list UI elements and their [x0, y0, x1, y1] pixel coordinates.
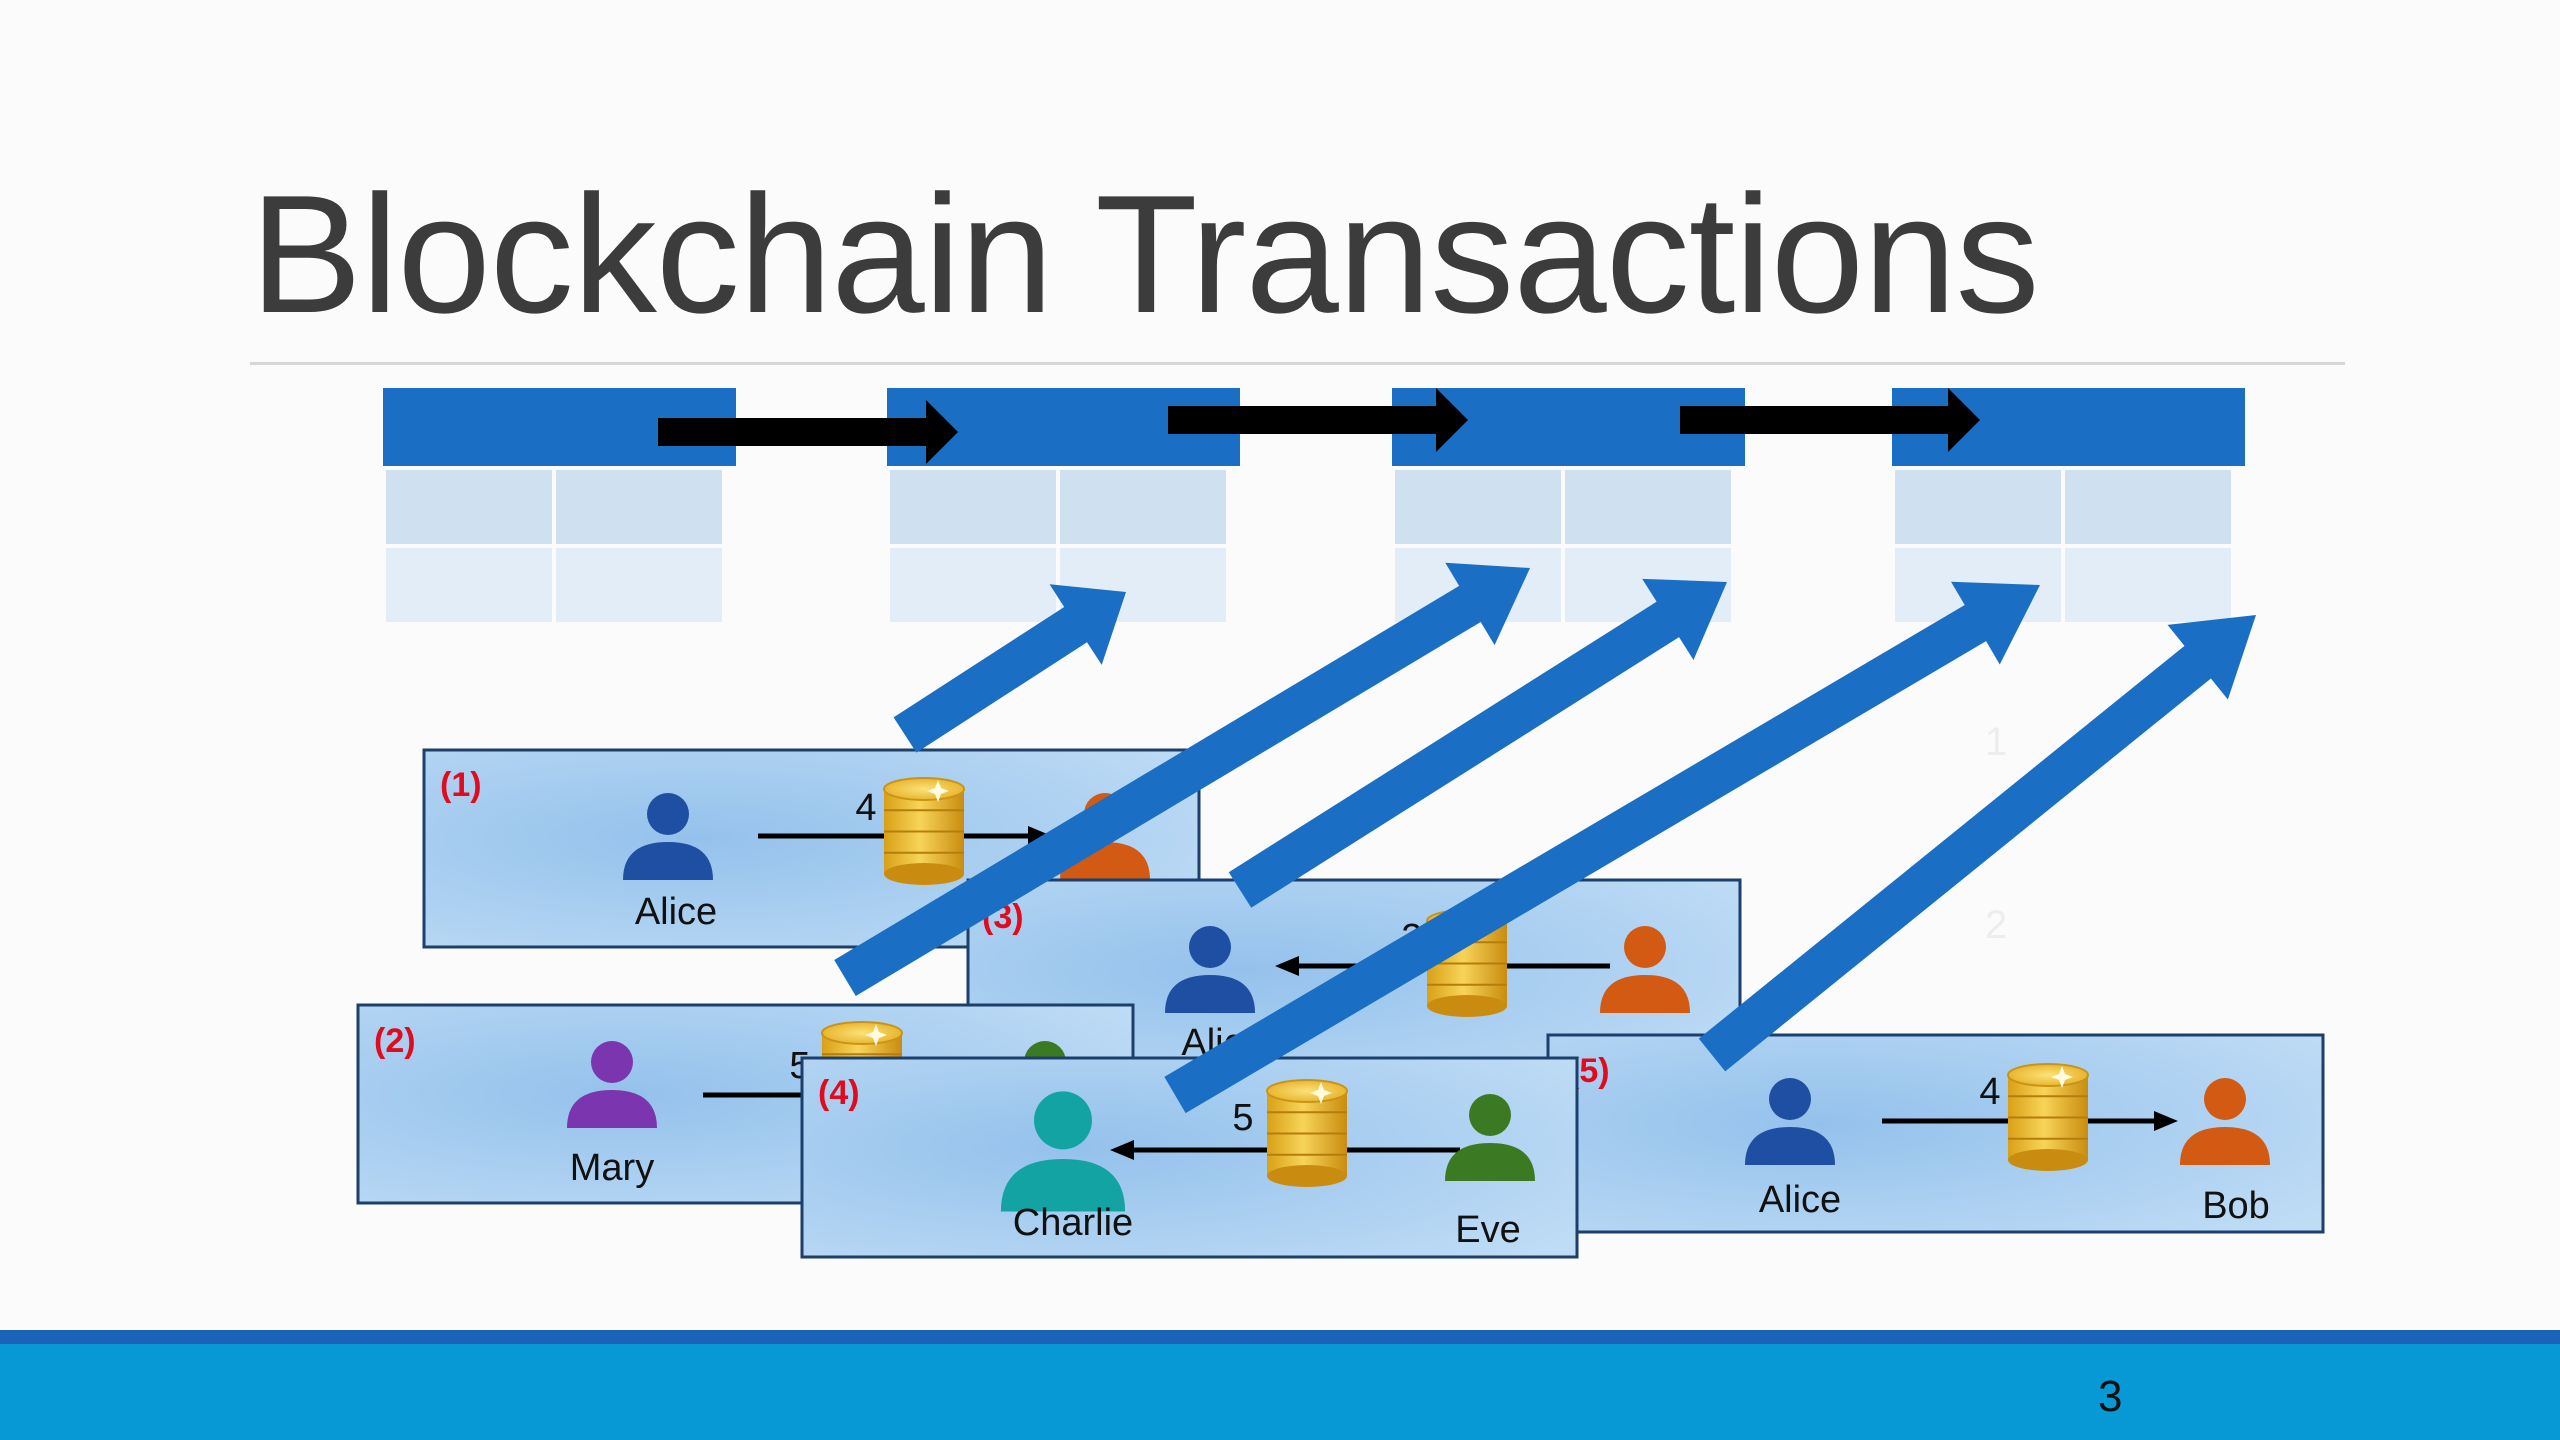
sender-name: Charlie: [1013, 1202, 1133, 1244]
sender-icon: [567, 1041, 657, 1128]
person-body: [1600, 975, 1690, 1013]
transaction-label: (2): [374, 1022, 416, 1060]
blocks-layer: [383, 388, 2245, 622]
receiver-name: Eve: [1455, 1209, 1520, 1251]
block-cell: [1895, 470, 2061, 544]
block-cell: [1060, 470, 1226, 544]
coin-sparkle: [927, 780, 949, 802]
sender-icon: [1745, 1078, 1835, 1165]
transfer-arrowhead: [2154, 1111, 2178, 1131]
receiver-icon: [2180, 1078, 2270, 1165]
background-number: 2: [1985, 903, 2007, 947]
feed-arrows-back: [893, 584, 1126, 753]
title-divider: [250, 362, 2345, 365]
feed-arrow-5: [1698, 615, 2256, 1072]
sender-icon: [1165, 926, 1255, 1013]
person-body: [1445, 1143, 1535, 1181]
feed-arrows-front: [1164, 581, 2256, 1114]
sender-icon: [623, 793, 713, 880]
transfer-arrowhead: [1275, 956, 1299, 976]
coin-stack-icon: [883, 777, 965, 885]
block-cell: [890, 548, 1056, 622]
receiver-icon: [1445, 1094, 1535, 1181]
person-head: [1034, 1091, 1092, 1150]
amount-label: 4: [1979, 1071, 2000, 1113]
person-head: [1624, 926, 1666, 968]
chain-pointer-arrow-1: [658, 400, 958, 464]
block-cell: [556, 470, 722, 544]
person-body: [2180, 1127, 2270, 1165]
coin-stack-top: [821, 1021, 903, 1045]
sender-name: Alice: [635, 891, 717, 933]
block-cell: [2065, 548, 2231, 622]
person-body: [623, 842, 713, 880]
transaction-cards-layer: (1)Alice4(3)Alic3(2)Mary5(5)Alice4Bob(4)…: [356, 562, 2325, 1259]
page-number: 3: [2098, 1372, 2123, 1421]
chain-pointers-layer: [658, 388, 1980, 464]
block-cell: [2065, 470, 2231, 544]
block-cell: [386, 470, 552, 544]
person-head: [2204, 1078, 2246, 1120]
person-body: [567, 1090, 657, 1128]
chain-pointer-arrow-3: [1680, 388, 1980, 452]
person-body: [1745, 1127, 1835, 1165]
person-head: [1189, 926, 1231, 968]
feed-arrow-1: [893, 584, 1126, 753]
coin-sparkle: [2051, 1066, 2073, 1088]
person-head: [1469, 1094, 1511, 1136]
person-head: [1769, 1078, 1811, 1120]
person-body: [1165, 975, 1255, 1013]
transaction-label: (4): [818, 1074, 860, 1112]
coin-stack-top: [2007, 1063, 2089, 1087]
block-cell: [1395, 470, 1561, 544]
feed-arrow-3: [1228, 578, 1727, 908]
person-head: [591, 1041, 633, 1083]
block-cell: [556, 548, 722, 622]
block-cell: [890, 470, 1056, 544]
sender-name: Alice: [1759, 1179, 1841, 1221]
coin-stack-bottom: [1427, 995, 1507, 1017]
background-numbers-layer: 12: [1985, 720, 2007, 947]
transfer-arrowhead: [1110, 1140, 1134, 1160]
feed-arrow-2: [834, 562, 1530, 997]
amount-label: 5: [1232, 1097, 1253, 1139]
sender-icon: [1000, 1091, 1126, 1212]
chain-pointer-arrow-2: [1168, 388, 1468, 452]
footer-accent-bar: [0, 1330, 2560, 1344]
footer-bar: [0, 1344, 2560, 1440]
feed-arrows-mid: [834, 562, 1727, 997]
block-1: [383, 388, 736, 622]
slide-title: Blockchain Transactions: [250, 160, 2040, 348]
receiver-name: Bob: [2202, 1185, 2270, 1227]
transaction-label: (1): [440, 766, 482, 804]
block-cell: [1565, 470, 1731, 544]
person-body: [1000, 1159, 1126, 1212]
background-number: 1: [1985, 720, 2007, 764]
block-2: [887, 388, 1240, 622]
coin-stack-bottom: [884, 863, 964, 885]
block-cell: [386, 548, 552, 622]
feed-arrow-4: [1164, 581, 2040, 1114]
coin-sparkle: [1310, 1082, 1332, 1104]
amount-label: 4: [855, 787, 876, 829]
sender-name: Mary: [570, 1147, 654, 1189]
coin-stack-bottom: [2008, 1149, 2088, 1171]
coin-stack-icon: [1266, 1079, 1348, 1187]
coin-stack-top: [883, 777, 965, 801]
receiver-icon: [1600, 926, 1690, 1013]
coin-stack-top: [1266, 1079, 1348, 1103]
coin-sparkle: [865, 1024, 887, 1046]
coin-stack-bottom: [1267, 1165, 1347, 1187]
transaction-card-bg: [1546, 1033, 2325, 1234]
person-head: [647, 793, 689, 835]
coin-stack-icon: [2007, 1063, 2089, 1171]
